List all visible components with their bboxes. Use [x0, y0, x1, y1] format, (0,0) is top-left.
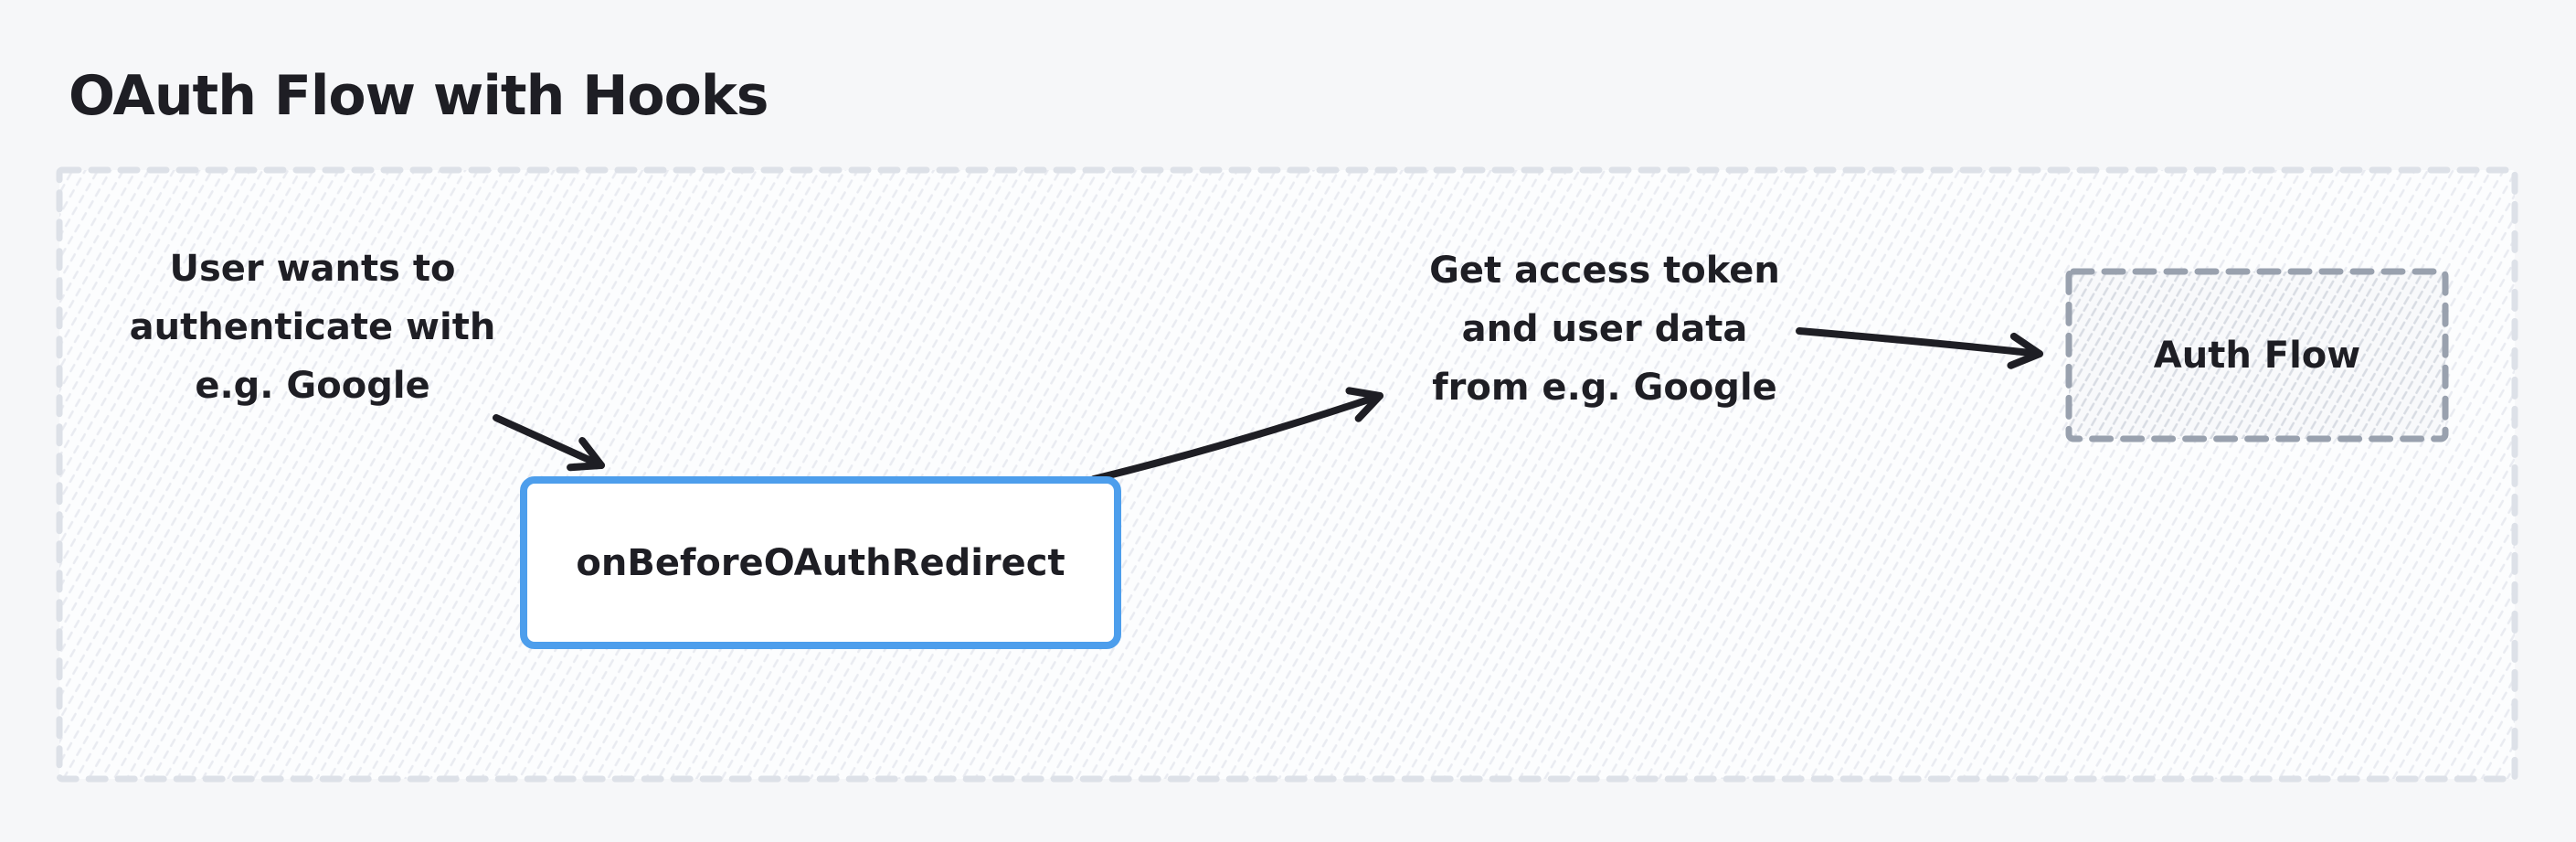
page-title: OAuth Flow with Hooks [69, 64, 769, 128]
hook-box-label: onBeforeOAuthRedirect [576, 541, 1065, 584]
access-token-note: Get access token and user data from e.g.… [1376, 241, 1833, 417]
note-line: authenticate with [129, 306, 496, 348]
arrow-up-right-icon [1090, 387, 1383, 483]
auth-flow-box: Auth Flow [2069, 272, 2445, 439]
on-before-oauth-redirect-box: onBeforeOAuthRedirect [520, 476, 1121, 649]
arrow-down-right-icon [493, 414, 605, 472]
auth-flow-box-border [2065, 268, 2449, 442]
note-line: from e.g. Google [1432, 367, 1777, 409]
note-line: User wants to [169, 248, 456, 290]
note-line: and user data [1461, 308, 1748, 350]
arrow-right-icon [1796, 327, 2043, 369]
user-authenticate-note: User wants to authenticate with e.g. Goo… [84, 240, 541, 415]
auth-flow-label: Auth Flow [2153, 334, 2361, 377]
note-line: Get access token [1429, 250, 1780, 292]
note-line: e.g. Google [195, 365, 430, 407]
